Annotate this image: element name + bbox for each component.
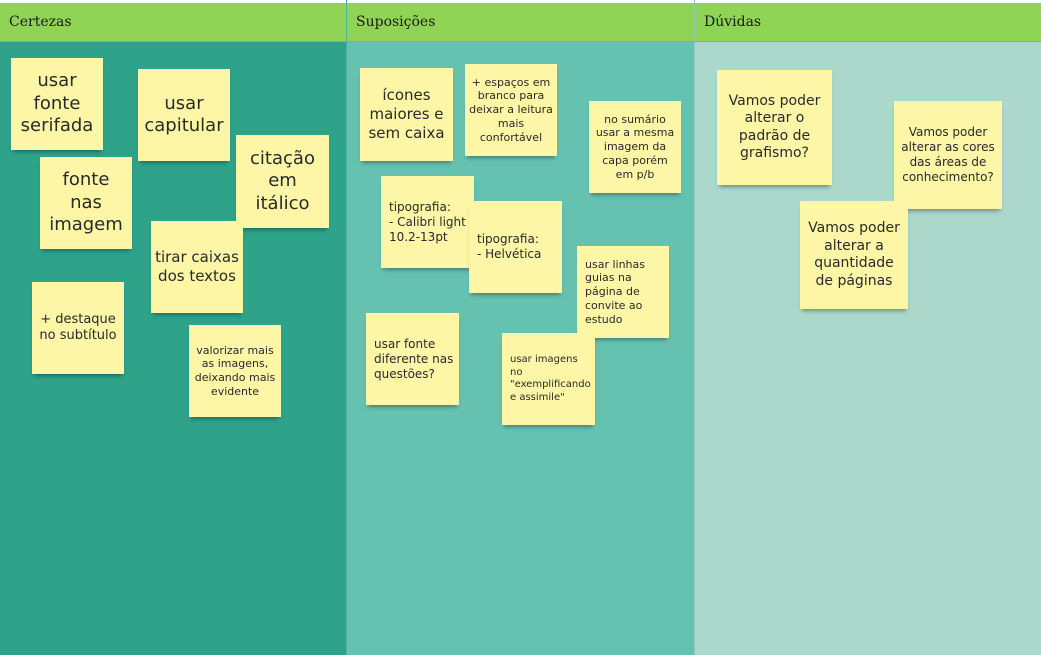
sticky-note[interactable]: tipografia: - Calibri light 10.2-13pt bbox=[381, 176, 474, 268]
column-title: Dúvidas bbox=[704, 14, 762, 30]
sticky-note[interactable]: usar capitular bbox=[138, 69, 230, 161]
sticky-note[interactable]: usar linhas guias na página de convite a… bbox=[577, 246, 669, 338]
sticky-note[interactable]: Vamos poder alterar as cores das áreas d… bbox=[894, 101, 1002, 209]
sticky-note[interactable]: tipografia: - Helvética bbox=[469, 201, 562, 293]
sticky-note[interactable]: Vamos poder alterar a quantidade de pági… bbox=[800, 201, 908, 309]
column-header-suposicoes: Suposições bbox=[347, 3, 695, 42]
sticky-note[interactable]: valorizar mais as imagens, deixando mais… bbox=[189, 325, 281, 417]
column-header-certezas: Certezas bbox=[0, 3, 346, 42]
sticky-note[interactable]: usar fonte serifada bbox=[11, 58, 103, 150]
column-title: Certezas bbox=[9, 14, 72, 30]
sticky-note[interactable]: tirar caixas dos textos bbox=[151, 221, 243, 313]
sticky-note[interactable]: + destaque no subtítulo bbox=[32, 282, 124, 374]
sticky-note[interactable]: + espaços em branco para deixar a leitur… bbox=[465, 64, 557, 156]
sticky-note[interactable]: usar fonte diferente nas questões? bbox=[366, 313, 459, 405]
sticky-note[interactable]: ícones maiores e sem caixa bbox=[360, 68, 453, 161]
sticky-note[interactable]: fonte nas imagem bbox=[40, 157, 132, 249]
sticky-note[interactable]: usar imagens no "exemplificando e assimi… bbox=[502, 333, 595, 425]
sticky-note[interactable]: Vamos poder alterar o padrão de grafismo… bbox=[717, 70, 832, 185]
column-header-duvidas: Dúvidas bbox=[695, 3, 1041, 42]
column-title: Suposições bbox=[356, 14, 436, 30]
sticky-note[interactable]: no sumário usar a mesma imagem da capa p… bbox=[589, 101, 681, 193]
sticky-note[interactable]: citação em itálico bbox=[236, 135, 329, 228]
